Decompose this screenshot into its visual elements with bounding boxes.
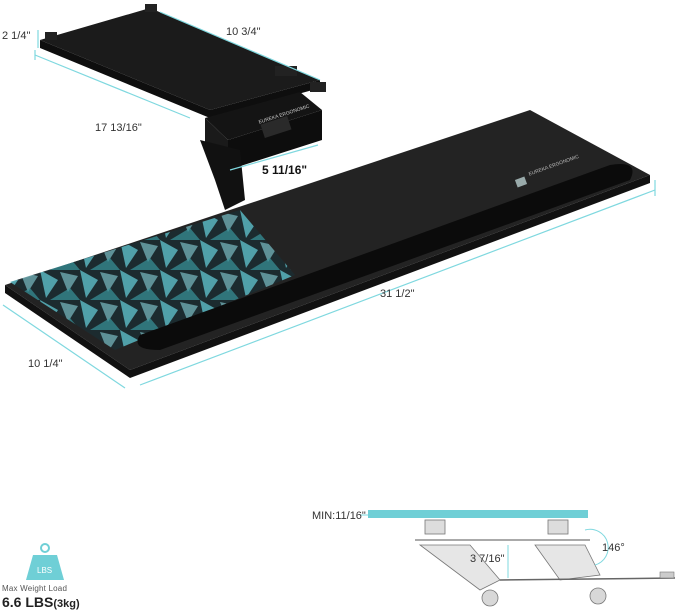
mounting-plate (40, 8, 320, 110)
weight-unit: (3kg) (53, 598, 80, 610)
side-view-diagram (360, 510, 676, 607)
dim-top-length: 17 13/16" (95, 122, 142, 134)
weight-icon-text: LBS (37, 566, 53, 575)
weight-caption: Max Weight Load (2, 584, 68, 593)
logo-mark (514, 176, 528, 188)
tray-arm (200, 140, 245, 210)
dim-top-height: 2 1/4" (2, 30, 31, 42)
weight-icon (26, 543, 64, 580)
dim-top-width: 10 3/4" (226, 26, 261, 38)
shard-graphic (10, 210, 295, 350)
wrist-rest (137, 164, 633, 350)
weight-value-number: 6.6 LBS (2, 594, 54, 610)
weight-value: 6.6 LBS(3kg) (2, 594, 80, 610)
side-drop-label: 3 7/16" (470, 553, 505, 565)
side-tray-top (368, 510, 588, 518)
side-min-label: MIN:11/16" (312, 510, 366, 522)
dim-tray-length: 31 1/2" (380, 288, 415, 300)
side-angle-label: 146° (602, 542, 625, 554)
dim-mount-depth: 5 11/16" (262, 163, 308, 177)
slider-mechanism (205, 92, 322, 140)
dimension-lines (2, 11, 656, 389)
dim-tray-depth: 10 1/4" (28, 358, 63, 370)
